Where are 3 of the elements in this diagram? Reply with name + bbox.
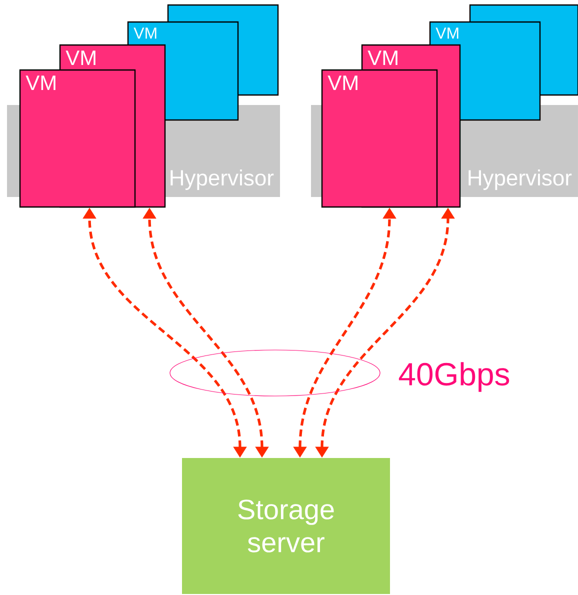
vm-box: VM [321, 69, 438, 208]
storage-server-box: Storage server [182, 458, 390, 594]
vm-box: VM [19, 69, 136, 208]
